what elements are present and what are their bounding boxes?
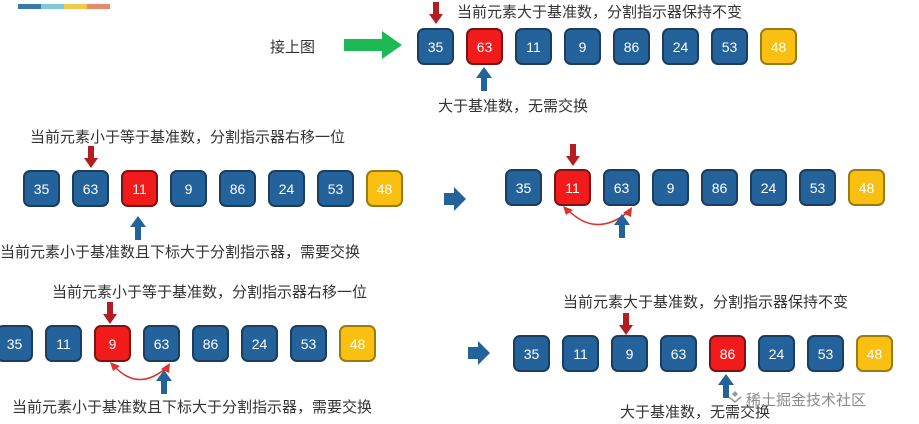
array-cell: 86 bbox=[701, 169, 738, 206]
array-cell: 24 bbox=[662, 28, 699, 65]
bar-seg-3 bbox=[64, 4, 87, 9]
step4-swap-curved-arrow-icon bbox=[110, 362, 170, 381]
watermark-logo-icon bbox=[728, 391, 742, 404]
array-cell: 63 bbox=[143, 325, 180, 362]
step1-lead-label: 接上图 bbox=[270, 38, 316, 56]
step4-top-caption: 当前元素小于等于基准数，分割指示器右移一位 bbox=[52, 283, 368, 301]
array-cell: 11 bbox=[515, 28, 552, 65]
step2-pointer-up-arrow-icon bbox=[130, 216, 146, 240]
array-cell: 53 bbox=[799, 169, 836, 206]
array-cell: 86 bbox=[613, 28, 650, 65]
array-cell: 11 bbox=[121, 170, 158, 207]
array-cell: 11 bbox=[554, 169, 591, 206]
step4-bottom-caption: 当前元素小于基准数且下标大于分割指示器，需要交换 bbox=[12, 398, 373, 416]
step2-bottom-caption: 当前元素小于基准数且下标大于分割指示器，需要交换 bbox=[0, 243, 361, 261]
step1-current-down-arrow-icon bbox=[429, 2, 443, 24]
step5-current-down-arrow-icon bbox=[619, 313, 633, 335]
array-cell-pivot: 48 bbox=[760, 28, 797, 65]
array-cell: 35 bbox=[0, 325, 33, 362]
step1-top-caption: 当前元素大于基准数，分割指示器保持不变 bbox=[457, 3, 743, 21]
array-cell: 9 bbox=[611, 335, 648, 372]
array-cell: 86 bbox=[219, 170, 256, 207]
step4-pointer-up-arrow-icon bbox=[156, 370, 172, 394]
watermark-text: 稀土掘金技术社区 bbox=[746, 391, 867, 409]
next-step-chevron-right-icon bbox=[444, 187, 466, 211]
step3-pointer-up-arrow-icon bbox=[614, 214, 630, 238]
step5-bottom-caption: 大于基准数，无需交换 bbox=[620, 403, 771, 421]
array-cell: 63 bbox=[603, 169, 640, 206]
green-right-arrow-icon bbox=[344, 31, 402, 59]
array-cell: 53 bbox=[290, 325, 327, 362]
array-cell: 35 bbox=[417, 28, 454, 65]
array-cell: 35 bbox=[505, 169, 542, 206]
array-cell-pivot: 48 bbox=[339, 325, 376, 362]
array-cell: 63 bbox=[660, 335, 697, 372]
array-cell: 24 bbox=[750, 169, 787, 206]
step2-top-caption: 当前元素小于等于基准数，分割指示器右移一位 bbox=[30, 128, 346, 146]
array-cell: 86 bbox=[192, 325, 229, 362]
step2-current-down-arrow-icon bbox=[84, 146, 98, 168]
step5-pointer-up-arrow-icon bbox=[718, 374, 734, 398]
array-cell: 24 bbox=[241, 325, 278, 362]
step5-top-caption: 当前元素大于基准数，分割指示器保持不变 bbox=[563, 293, 849, 311]
top-color-bar bbox=[18, 4, 110, 9]
array-cell: 53 bbox=[711, 28, 748, 65]
array-cell: 53 bbox=[317, 170, 354, 207]
step3-current-down-arrow-icon bbox=[566, 144, 580, 166]
array-cell: 9 bbox=[564, 28, 601, 65]
step4-current-down-arrow-icon bbox=[103, 302, 117, 324]
bar-seg-4 bbox=[87, 4, 110, 9]
array-cell: 11 bbox=[45, 325, 82, 362]
array-cell: 11 bbox=[562, 335, 599, 372]
array-cell: 35 bbox=[513, 335, 550, 372]
array-cell: 35 bbox=[23, 170, 60, 207]
array-cell-pivot: 48 bbox=[856, 335, 893, 372]
step1-pointer-up-arrow-icon bbox=[476, 67, 492, 91]
array-cell: 63 bbox=[466, 28, 503, 65]
next-step-chevron-right-icon bbox=[468, 341, 490, 365]
bar-seg-1 bbox=[18, 4, 41, 9]
array-cell: 53 bbox=[807, 335, 844, 372]
step1-bottom-caption: 大于基准数，无需交换 bbox=[438, 97, 589, 115]
array-cell: 24 bbox=[268, 170, 305, 207]
array-cell-pivot: 48 bbox=[848, 169, 885, 206]
array-cell-pivot: 48 bbox=[366, 170, 403, 207]
array-cell: 24 bbox=[758, 335, 795, 372]
array-cell: 63 bbox=[72, 170, 109, 207]
array-cell: 86 bbox=[709, 335, 746, 372]
bar-seg-2 bbox=[41, 4, 64, 9]
array-cell: 9 bbox=[652, 169, 689, 206]
array-cell: 9 bbox=[170, 170, 207, 207]
array-cell: 9 bbox=[94, 325, 131, 362]
